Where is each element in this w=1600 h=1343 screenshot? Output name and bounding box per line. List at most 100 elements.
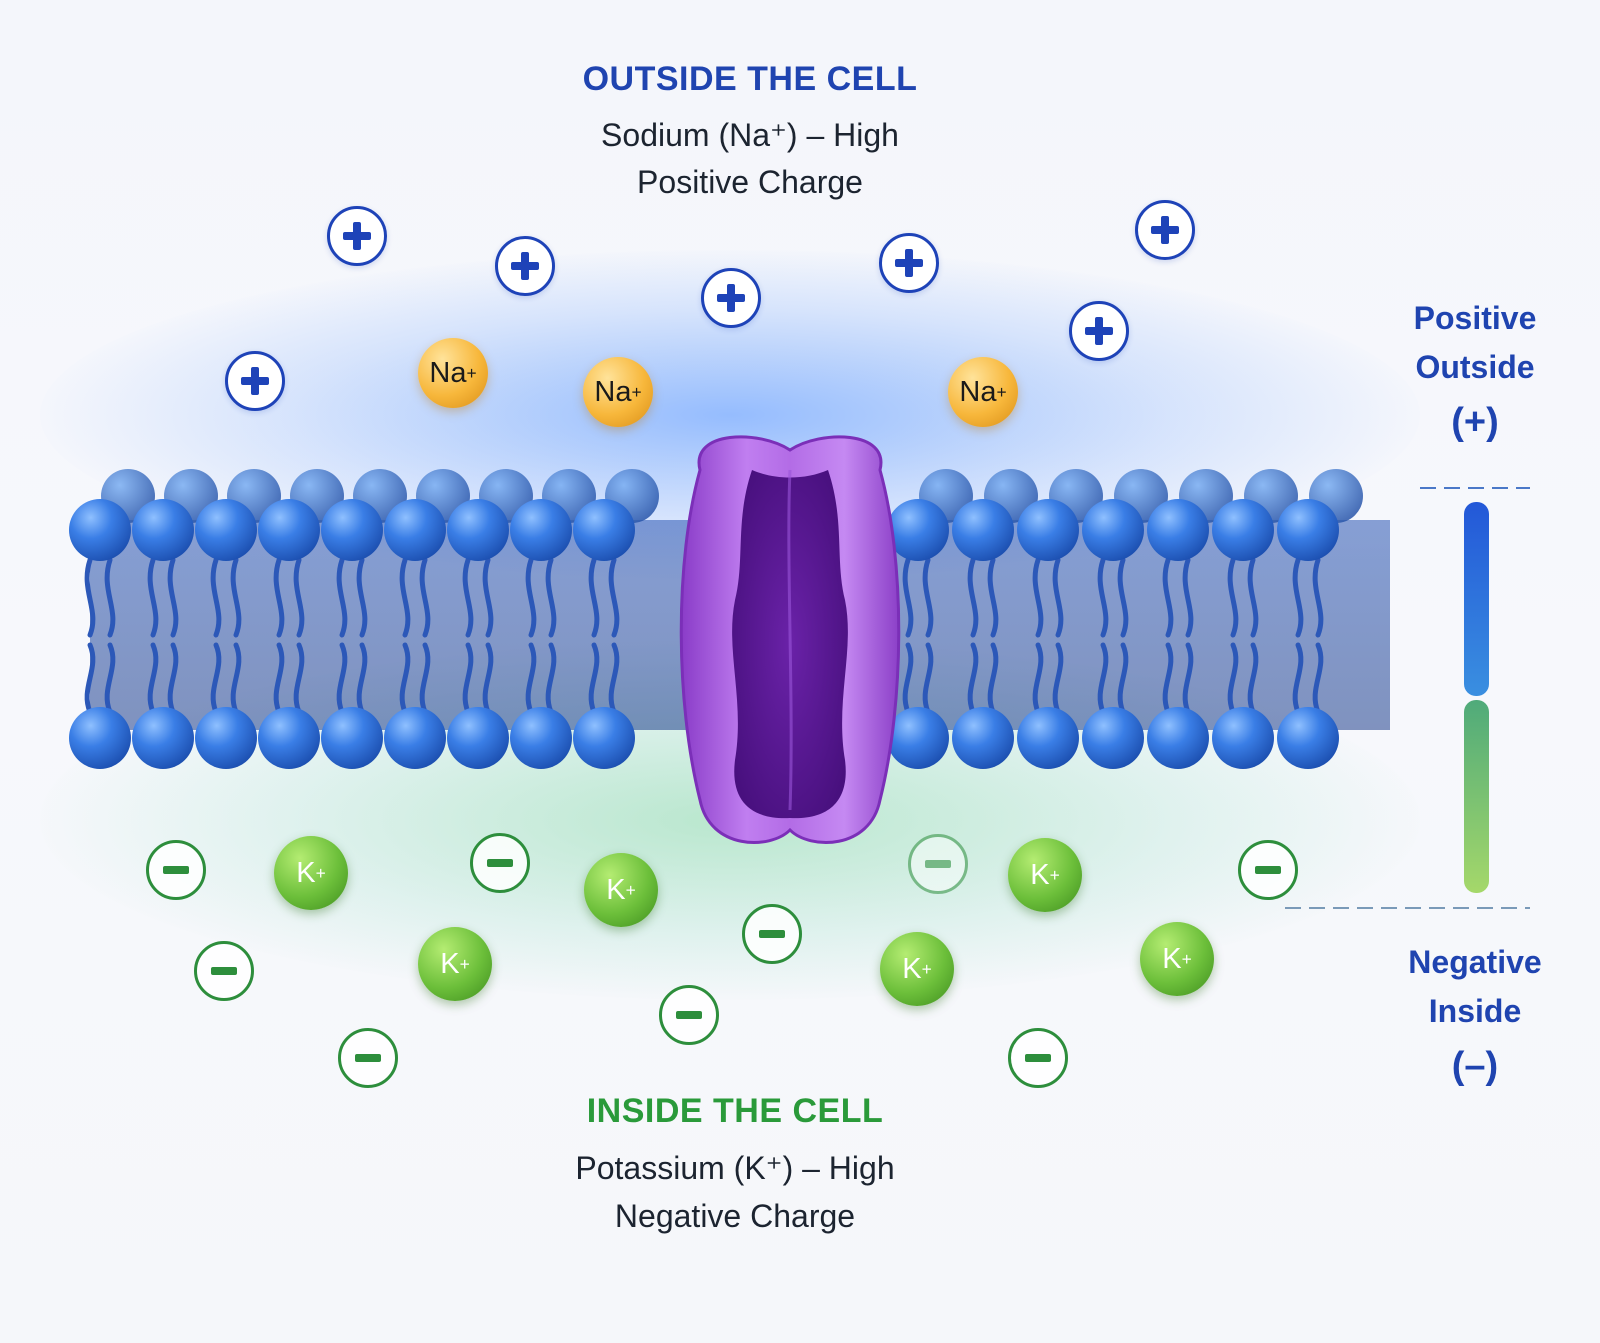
lipid-head-bottom bbox=[573, 707, 635, 769]
negative-charge-icon bbox=[194, 941, 254, 1001]
lipid-tail-lower bbox=[588, 642, 600, 715]
potassium-ion: K+ bbox=[1008, 838, 1082, 912]
lipid-head-top bbox=[952, 499, 1014, 561]
lipid-head-top bbox=[1082, 499, 1144, 561]
lipid-tail-upper bbox=[84, 557, 96, 638]
lipid-tail-upper bbox=[336, 557, 348, 638]
potassium-ion: K+ bbox=[418, 927, 492, 1001]
negative-charge-icon bbox=[470, 833, 530, 893]
lipid-tail-lower bbox=[1182, 642, 1194, 715]
membrane-layer bbox=[69, 435, 1390, 844]
lipid-tail-lower bbox=[336, 642, 348, 715]
lipid-tail-lower bbox=[922, 642, 934, 715]
lipid-tail-upper bbox=[356, 557, 368, 638]
lipid-head-bottom bbox=[887, 707, 949, 769]
lipid-tail-upper bbox=[967, 557, 979, 638]
lipid-tail-upper bbox=[525, 557, 537, 638]
positive-charge-icon bbox=[327, 206, 387, 266]
lipid-tail-lower bbox=[273, 642, 285, 715]
lipid-tail-upper bbox=[588, 557, 600, 638]
lipid-tail-lower bbox=[84, 642, 96, 715]
lipid-tail-upper bbox=[1292, 557, 1304, 638]
lipid-tail-lower bbox=[230, 642, 242, 715]
lipid-head-bottom bbox=[447, 707, 509, 769]
lipid-head-top bbox=[1212, 499, 1274, 561]
negative-label-line1: Negative bbox=[1408, 944, 1542, 980]
negative-label-line2: Inside bbox=[1428, 993, 1522, 1029]
lipid-head-bottom bbox=[384, 707, 446, 769]
lipid-tail-upper bbox=[902, 557, 914, 638]
lipid-head-bottom bbox=[952, 707, 1014, 769]
negative-charge-icon bbox=[146, 840, 206, 900]
lipid-head-bottom bbox=[1277, 707, 1339, 769]
lipid-tail-lower bbox=[1117, 642, 1129, 715]
lipid-tail-upper bbox=[922, 557, 934, 638]
lipid-tail-lower bbox=[1312, 642, 1324, 715]
positive-charge-icon bbox=[225, 351, 285, 411]
negative-charge-icon bbox=[1008, 1028, 1068, 1088]
lipid-tail-lower bbox=[608, 642, 620, 715]
lipid-head-bottom bbox=[69, 707, 131, 769]
lipid-tail-lower bbox=[1227, 642, 1239, 715]
lipid-tail-lower bbox=[167, 642, 179, 715]
lipid-tail-lower bbox=[356, 642, 368, 715]
lipid-tail-upper bbox=[1227, 557, 1239, 638]
lipid-tail-lower bbox=[987, 642, 999, 715]
lipid-head-bottom bbox=[258, 707, 320, 769]
positive-label-line1: Positive bbox=[1413, 300, 1537, 336]
lipid-tail-upper bbox=[1312, 557, 1324, 638]
potassium-ion: K+ bbox=[274, 836, 348, 910]
lipid-head-top bbox=[258, 499, 320, 561]
lipid-head-bottom bbox=[1082, 707, 1144, 769]
lipid-tail-lower bbox=[147, 642, 159, 715]
positive-charge-icon bbox=[1135, 200, 1195, 260]
lipid-head-bottom bbox=[1212, 707, 1274, 769]
negative-symbol: (–) bbox=[1451, 1045, 1499, 1087]
positive-charge-icon bbox=[495, 236, 555, 296]
lipid-head-bottom bbox=[1147, 707, 1209, 769]
lipid-head-bottom bbox=[195, 707, 257, 769]
lipid-tail-upper bbox=[462, 557, 474, 638]
lipid-tail-upper bbox=[1117, 557, 1129, 638]
lipid-tail-upper bbox=[210, 557, 222, 638]
lipid-tail-upper bbox=[399, 557, 411, 638]
lipid-head-top bbox=[69, 499, 131, 561]
lipid-tail-lower bbox=[482, 642, 494, 715]
positive-charge-icon bbox=[1069, 301, 1129, 361]
negative-charge-icon bbox=[742, 904, 802, 964]
lipid-tail-lower bbox=[1032, 642, 1044, 715]
inside-charge-label: Negative Charge bbox=[614, 1198, 856, 1234]
lipid-head-top bbox=[447, 499, 509, 561]
lipid-head-top bbox=[132, 499, 194, 561]
negative-charge-icon bbox=[908, 834, 968, 894]
negative-charge-icon bbox=[1238, 840, 1298, 900]
lipid-tail-lower bbox=[545, 642, 557, 715]
lipid-tail-lower bbox=[1097, 642, 1109, 715]
lipid-head-top bbox=[573, 499, 635, 561]
outside-ion-label: Sodium (Na⁺) – High bbox=[601, 117, 899, 153]
positive-symbol: (+) bbox=[1451, 401, 1499, 443]
lipid-tail-lower bbox=[293, 642, 305, 715]
lipid-head-top bbox=[1147, 499, 1209, 561]
lipid-tail-lower bbox=[1162, 642, 1174, 715]
lipid-tail-lower bbox=[967, 642, 979, 715]
positive-charge-icon bbox=[879, 233, 939, 293]
lipid-tail-upper bbox=[987, 557, 999, 638]
lipid-head-top bbox=[510, 499, 572, 561]
lipid-head-top bbox=[1277, 499, 1339, 561]
sodium-ion: Na+ bbox=[948, 357, 1018, 427]
lipid-head-top bbox=[195, 499, 257, 561]
lipid-tail-lower bbox=[1292, 642, 1304, 715]
lipid-tail-upper bbox=[419, 557, 431, 638]
lipid-tail-upper bbox=[167, 557, 179, 638]
lipid-tail-upper bbox=[1097, 557, 1109, 638]
negative-charge-icon bbox=[338, 1028, 398, 1088]
potassium-ion: K+ bbox=[584, 853, 658, 927]
lipid-tail-lower bbox=[525, 642, 537, 715]
lipid-tail-lower bbox=[419, 642, 431, 715]
ion-channel-seam bbox=[787, 469, 793, 811]
lipid-tail-upper bbox=[1162, 557, 1174, 638]
lipid-tail-upper bbox=[230, 557, 242, 638]
lipid-tail-upper bbox=[1247, 557, 1259, 638]
lipid-tail-lower bbox=[1247, 642, 1259, 715]
